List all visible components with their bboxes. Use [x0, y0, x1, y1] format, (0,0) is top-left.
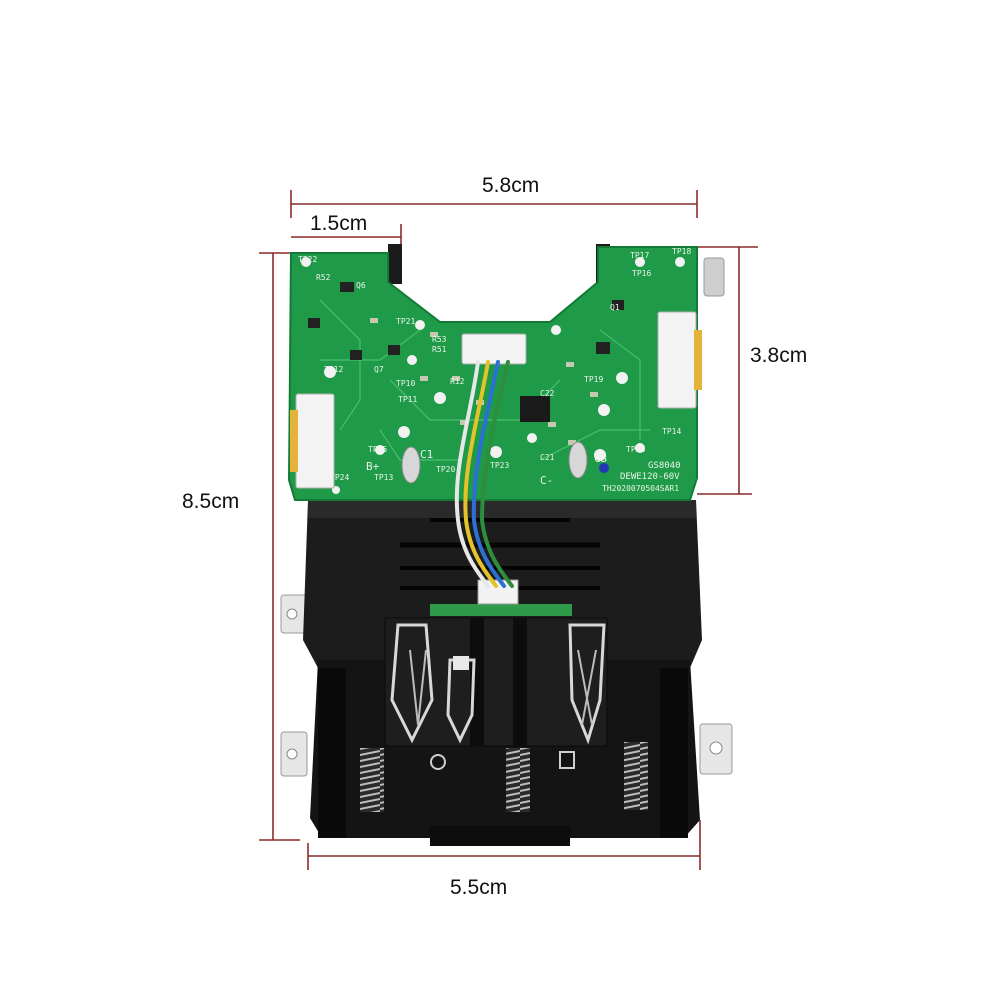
contact-clip — [453, 656, 469, 670]
silk-label: R52 — [316, 273, 331, 282]
silk-label: TP10 — [396, 379, 415, 388]
contact-terminal — [409, 649, 427, 726]
silk-label: TP24 — [330, 473, 349, 482]
pcb-substrate — [287, 246, 698, 501]
connector-pins — [694, 330, 702, 390]
silk-label: TP22 — [298, 255, 317, 264]
silk-label: R12 — [450, 377, 465, 386]
dim-label-width-top: 5.8cm — [482, 174, 539, 197]
spring — [360, 748, 384, 812]
screw-hole — [430, 754, 446, 770]
silk-label: TP15 — [368, 445, 387, 454]
battery-housing — [280, 500, 733, 846]
pcb-board: TP22 TP17 TP18 TP16 TP21 TP12 TP10 TP11 … — [287, 244, 725, 501]
tab-hole — [286, 608, 298, 620]
side-connector-right — [657, 311, 697, 409]
contact-terminal — [446, 658, 476, 744]
dim-label-width-bottom: 5.5cm — [450, 876, 507, 899]
tab-hole — [286, 748, 298, 760]
screw-hole — [559, 751, 575, 769]
contact-terminal — [390, 623, 434, 744]
silk-label: C3 — [594, 452, 607, 465]
blue-marker — [599, 463, 609, 473]
spring — [506, 748, 530, 812]
silk-label: TP20 — [436, 465, 455, 474]
silk-label: C1 — [420, 448, 433, 461]
capacitor — [401, 446, 421, 484]
housing-rail — [660, 668, 688, 838]
housing-latch — [430, 826, 570, 846]
silk-label: C22 — [540, 389, 555, 398]
test-pads — [301, 257, 685, 494]
smd-components — [308, 282, 624, 445]
silk-label: TP23 — [490, 461, 509, 470]
terminal-divider — [513, 618, 527, 746]
silk-label: Q7 — [374, 365, 384, 374]
dimension-lines — [259, 190, 758, 870]
silk-label: TP17 — [630, 251, 649, 260]
spring — [624, 742, 648, 810]
silk-label: C- — [540, 474, 553, 487]
board-model-label: DEWE120-60V — [620, 472, 680, 482]
dim-label-total-height: 8.5cm — [182, 490, 239, 513]
pcb-clip — [388, 244, 402, 284]
housing-top-edge — [308, 500, 696, 518]
silk-label: TP12 — [324, 365, 343, 374]
wire-harness — [454, 360, 514, 588]
silk-label: B+ — [366, 460, 380, 473]
silk-label: TP18 — [672, 247, 691, 256]
contact-terminal — [568, 623, 606, 745]
silk-label: TP13 — [374, 473, 393, 482]
silk-label: TP14 — [662, 427, 681, 436]
silk-label: TP28 — [626, 445, 645, 454]
solder-tab — [703, 257, 725, 297]
board-code-label: TH2020070504SAR1 — [602, 484, 679, 493]
board-id-label: GS8040 — [648, 461, 681, 471]
connector-pins — [290, 410, 298, 472]
silk-label: C21 — [540, 453, 555, 462]
ic-chip — [520, 396, 550, 422]
tab-hole — [709, 741, 723, 755]
housing-rail — [318, 668, 346, 838]
silk-label: R53 — [432, 335, 447, 344]
silk-label: TP16 — [632, 269, 651, 278]
silk-label: TP21 — [396, 317, 415, 326]
capacitor — [568, 441, 588, 479]
dim-label-pcb-height: 3.8cm — [750, 344, 807, 367]
dim-label-width-offset: 1.5cm — [310, 212, 367, 235]
silk-label: R51 — [432, 345, 447, 354]
silk-label: TP19 — [584, 375, 603, 384]
side-connector-left — [295, 393, 335, 489]
connector-board — [430, 604, 572, 616]
contact-terminal — [577, 649, 597, 726]
silk-label: Q6 — [356, 281, 366, 290]
wire-header — [461, 333, 527, 365]
silk-label: TP11 — [398, 395, 417, 404]
silk-label: Q1 — [610, 303, 620, 312]
